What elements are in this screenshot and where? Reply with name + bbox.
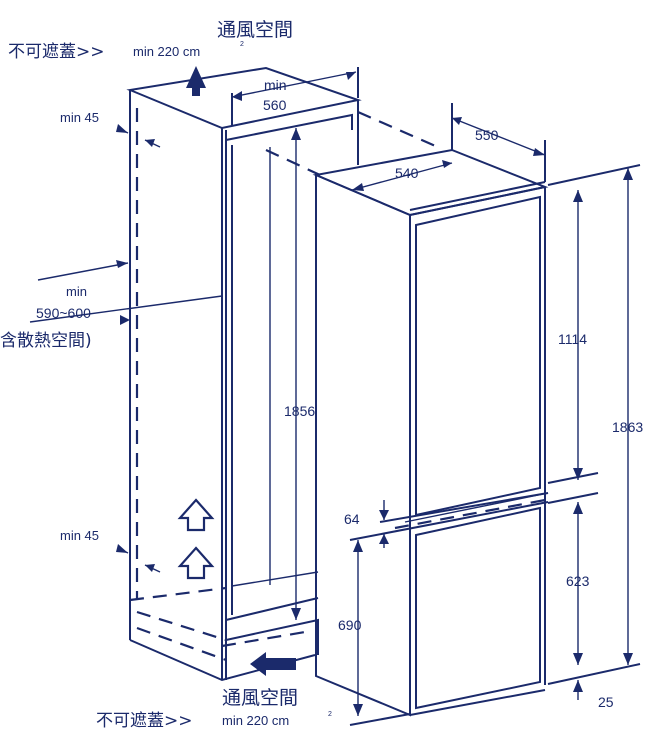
appliance-width-label: 540 — [395, 165, 419, 181]
arrow-64-top — [379, 510, 389, 520]
arrow-550-left — [452, 117, 462, 125]
hidden-line-top — [265, 149, 321, 176]
arrow-64-bottom — [379, 534, 389, 544]
niche-width-label: 560 — [263, 97, 287, 113]
appliance-bottom — [409, 689, 546, 716]
hidden-line-floor1 — [136, 610, 227, 642]
arrow-540-right — [442, 160, 452, 168]
bottom-ventilation-label: 通風空間 — [222, 687, 298, 709]
appliance-bottom-gap-label: 25 — [598, 694, 614, 710]
arrow-1863-top — [623, 168, 633, 180]
appliance-top-edge2 — [409, 181, 546, 211]
arrow-623-top — [573, 502, 583, 514]
appliance-top-edge — [409, 186, 546, 216]
arrow-690-top — [353, 540, 363, 552]
top-superscript: 2 — [240, 41, 244, 48]
arrow-1863-bottom — [623, 653, 633, 665]
dim-depth-line — [29, 295, 223, 323]
dim-540-line — [351, 162, 453, 191]
dim-1114-ext-bottom — [547, 472, 599, 484]
niche-height-label: 1856 — [284, 403, 315, 419]
top-ventilation-label: 通風空間 — [217, 19, 293, 41]
hidden-line-floor2 — [136, 626, 227, 662]
airflow-up-arrow-2 — [177, 546, 215, 580]
hidden-line-floor3 — [221, 630, 306, 648]
hidden-line-door-gap — [394, 498, 546, 530]
airflow-out-arrow — [186, 66, 206, 96]
dim-1863-ext-bottom — [547, 663, 641, 685]
arrow-45-bottom2 — [145, 564, 155, 572]
bottom-no-cover-label: 不可遮蓋>> — [96, 711, 193, 731]
niche-top-face — [126, 66, 362, 130]
dimension-lines — [29, 67, 641, 726]
niche-min-word: min — [264, 77, 287, 93]
lower-door — [415, 506, 541, 710]
airflow-up-arrow-1 — [177, 498, 215, 532]
top-no-cover-label: 不可遮蓋>> — [8, 42, 105, 62]
door-gap-label: 64 — [344, 511, 360, 527]
hidden-line-back-floor — [129, 586, 227, 602]
arrow-1856-bottom — [291, 608, 301, 620]
top-gap-label: min 45 — [60, 110, 99, 125]
dim-depth-line-top — [37, 262, 129, 281]
dim-560-line — [231, 71, 357, 98]
niche-inner-floor — [225, 597, 319, 621]
arrow-1856-top — [291, 128, 301, 140]
depth-min-word: min — [66, 284, 87, 299]
arrow-25 — [573, 680, 583, 692]
airflow-in-arrow — [250, 652, 296, 676]
arrow-550-right — [533, 148, 545, 156]
niche-cabinet — [126, 66, 546, 682]
hidden-line-top2 — [357, 110, 441, 150]
top-min-area-label: min 220 cm — [133, 44, 200, 59]
arrow-1114-top — [573, 190, 583, 202]
dim-550-line — [451, 117, 546, 156]
arrow-623-bottom — [573, 653, 583, 665]
dim-64-ext-bottom — [349, 501, 549, 541]
arrow-depth-top — [116, 260, 128, 268]
arrow-45-top2 — [145, 139, 155, 147]
depth-note: 含散熱空間) — [0, 331, 92, 351]
bottom-min-area-label: min 220 cm — [222, 713, 289, 728]
arrow-690-bottom — [353, 704, 363, 716]
lower-section-label: 690 — [338, 617, 362, 633]
arrow-45-bottom — [116, 544, 128, 553]
dim-64-ext-top — [379, 492, 549, 523]
total-height-label: 1863 — [612, 419, 643, 435]
arrow-560-left — [232, 91, 242, 101]
appliance-side — [315, 173, 411, 717]
bottom-gap-label: min 45 — [60, 528, 99, 543]
dim-690-ext-bottom — [349, 713, 411, 726]
arrow-45-top — [116, 124, 128, 133]
appliance-depth-label: 550 — [475, 127, 499, 143]
bottom-superscript: 2 — [328, 711, 332, 718]
niche-plinth — [225, 618, 319, 655]
arrow-depth-bottom — [120, 315, 130, 325]
dim-623-ext-top — [547, 492, 599, 504]
arrow-540-left — [352, 183, 364, 191]
dim-1863-ext-top — [547, 164, 641, 186]
upper-door-label: 1114 — [558, 331, 587, 347]
lower-door-label: 623 — [566, 573, 590, 589]
depth-label: 590~600 — [36, 305, 91, 321]
niche-inner-top — [225, 113, 353, 142]
arrowheads — [116, 72, 633, 716]
niche-floor-back — [231, 571, 319, 587]
arrow-1114-bottom — [573, 468, 583, 480]
upper-door — [415, 195, 541, 517]
arrow-560-right — [346, 72, 356, 80]
